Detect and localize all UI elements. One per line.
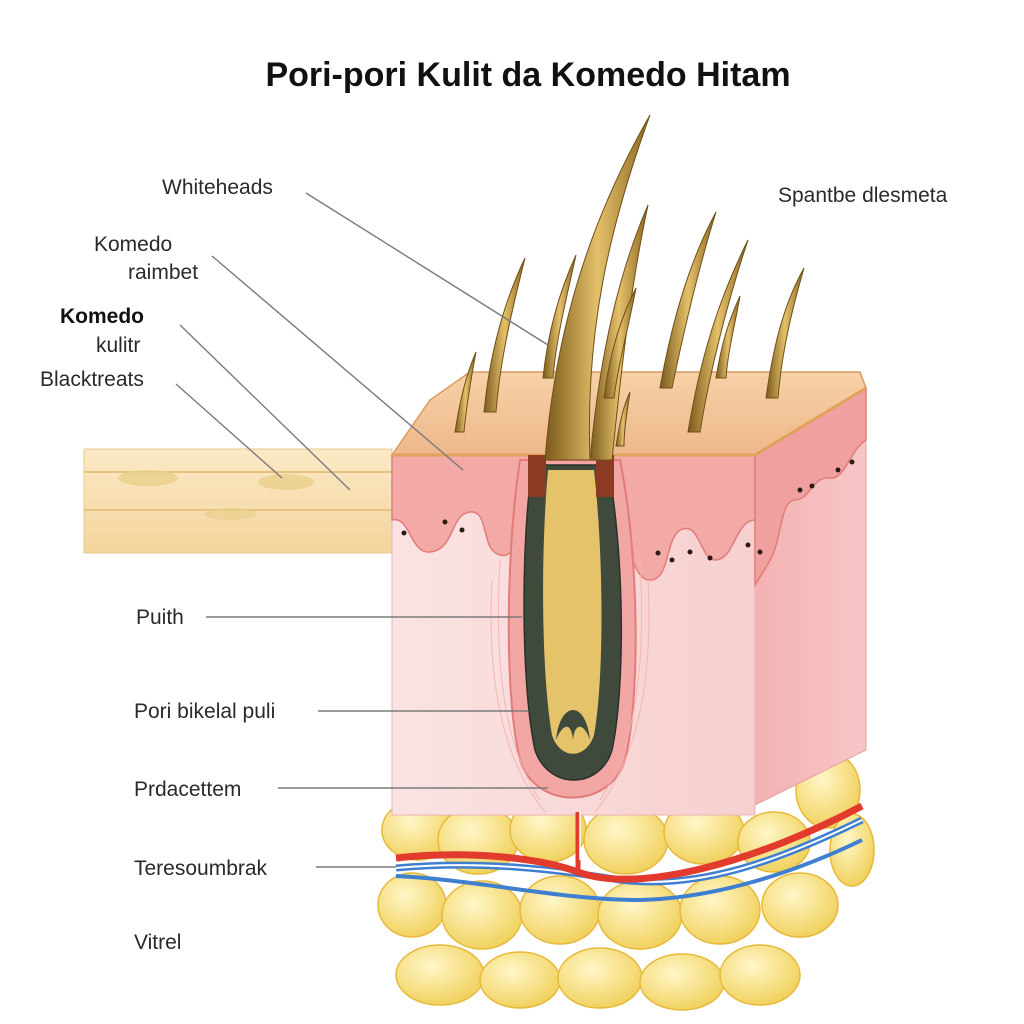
leader-komedo-raimbet [211,255,464,471]
leader-lines [175,192,549,868]
label-komedo-kulitr-line2: kulitr [96,334,140,357]
label-komedo-raimbet-line2: raimbet [128,261,198,284]
leader-blacktreats [175,383,283,479]
fat-layer [377,751,875,1011]
diagram-title: Pori-pori Kulit da Komedo Hitam [265,56,790,94]
surface-edge [392,386,867,457]
leader-komedo-kulitr [179,324,351,491]
hair-follicle [490,455,650,813]
label-pori-bikelal: Pori bikelal puli [134,700,275,723]
label-blacktreats: Blacktreats [40,368,144,391]
label-teresoumbrak: Teresoumbrak [134,857,268,880]
label-komedo-raimbet-line1: Komedo [94,233,172,256]
label-whiteheads: Whiteheads [162,176,273,199]
pore-strip [83,448,393,554]
label-komedo-kulitr-line1: Komedo [60,305,144,328]
hairs [454,114,805,461]
label-vitrel: Vitrel [134,931,181,954]
blood-vessels [395,802,864,903]
label-right-top: Spantbe dlesmeta [778,184,948,207]
label-prdacettem: Prdacettem [134,778,241,801]
label-puith: Puith [136,606,184,629]
leader-whiteheads [305,192,549,346]
pigment-dots [401,459,855,563]
